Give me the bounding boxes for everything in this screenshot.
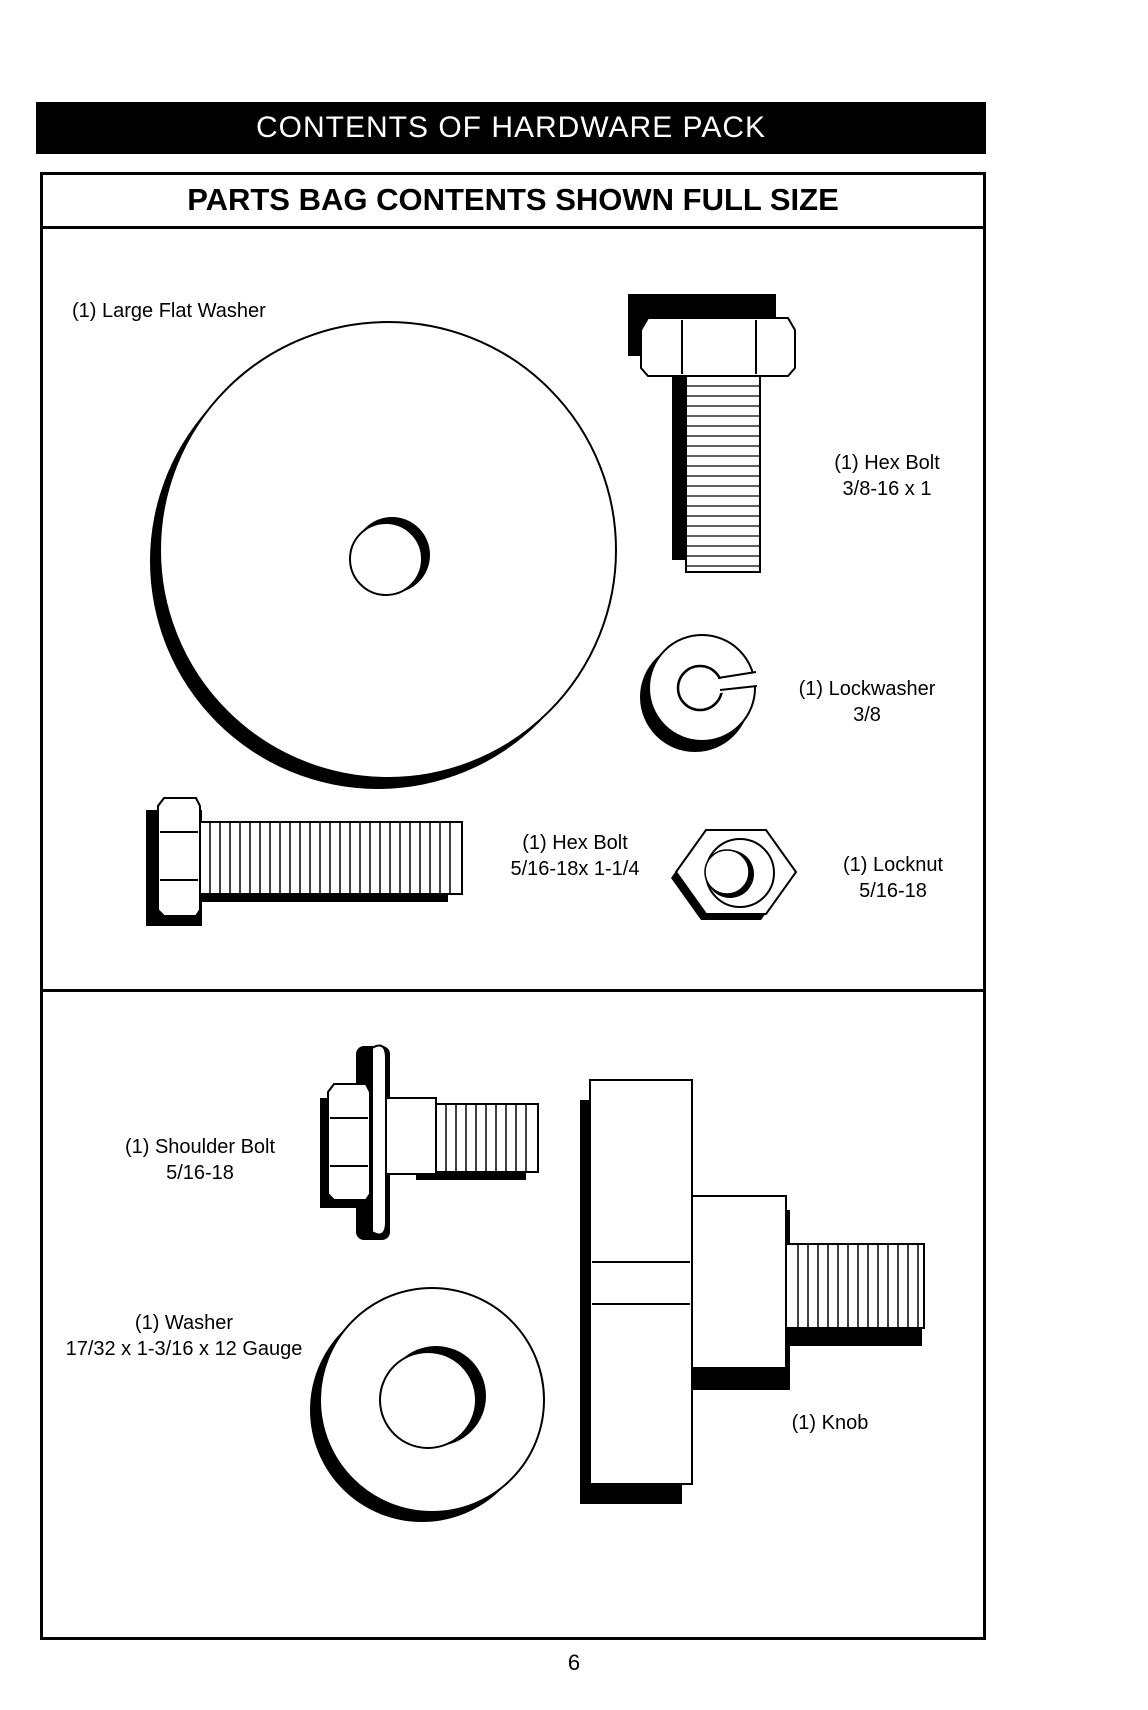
label-hex-bolt-large: (1) Hex Bolt 3/8-16 x 1 [812, 450, 962, 502]
knob-illustration [580, 1080, 924, 1504]
label-locknut: (1) Locknut 5/16-18 [818, 852, 968, 904]
part-name: (1) Knob [780, 1410, 880, 1436]
label-knob: (1) Knob [780, 1410, 880, 1436]
page-number: 6 [0, 1650, 1148, 1676]
hex-bolt-large-illustration [628, 294, 795, 572]
part-size: 5/16-18 [818, 878, 968, 904]
hex-bolt-small-illustration [146, 798, 462, 926]
washer-illustration [310, 1288, 544, 1522]
part-name: (1) Lockwasher [772, 676, 962, 702]
part-size: 5/16-18x 1-1/4 [490, 856, 660, 882]
part-size: 3/8 [772, 702, 962, 728]
label-large-flat-washer: (1) Large Flat Washer [72, 298, 266, 324]
part-name: (1) Hex Bolt [812, 450, 962, 476]
part-name: (1) Locknut [818, 852, 968, 878]
large-flat-washer-illustration [150, 322, 616, 789]
label-washer: (1) Washer 17/32 x 1-3/16 x 12 Gauge [48, 1310, 320, 1362]
part-name: (1) Shoulder Bolt [110, 1134, 290, 1160]
part-name: (1) Washer [48, 1310, 320, 1336]
label-hex-bolt-small: (1) Hex Bolt 5/16-18x 1-1/4 [490, 830, 660, 882]
part-size: 17/32 x 1-3/16 x 12 Gauge [48, 1336, 320, 1362]
label-lockwasher: (1) Lockwasher 3/8 [772, 676, 962, 728]
shoulder-bolt-illustration [320, 1046, 538, 1240]
label-shoulder-bolt: (1) Shoulder Bolt 5/16-18 [110, 1134, 290, 1186]
locknut-illustration [671, 830, 796, 920]
part-size: 5/16-18 [110, 1160, 290, 1186]
part-name: (1) Large Flat Washer [72, 298, 266, 324]
part-size: 3/8-16 x 1 [812, 476, 962, 502]
part-name: (1) Hex Bolt [490, 830, 660, 856]
lockwasher-illustration [640, 635, 761, 752]
